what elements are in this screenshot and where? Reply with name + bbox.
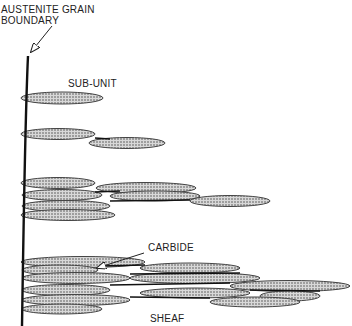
carbide-leader	[97, 253, 144, 268]
carbide-films	[95, 138, 320, 298]
sheaf-label: SHEAF	[150, 313, 210, 324]
sub-unit-plates	[21, 92, 350, 314]
boundary-arrow	[31, 26, 52, 52]
grain-boundary-line	[22, 56, 28, 326]
sub-unit-label: SUB-UNIT	[68, 78, 138, 89]
carbide-label: CARBIDE	[148, 242, 218, 253]
boundary-label: AUSTENITE GRAIN BOUNDARY	[1, 4, 111, 26]
